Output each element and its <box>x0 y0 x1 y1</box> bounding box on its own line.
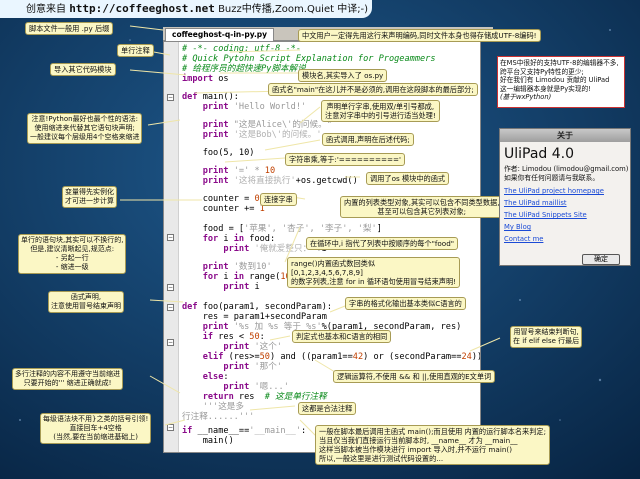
code-line: res = param1+secondParam <box>182 312 327 322</box>
fold-minus-icon[interactable]: − <box>167 339 174 346</box>
code-line: print '嗯...' <box>182 382 289 392</box>
header-url[interactable]: http://coffeeghost.net <box>69 2 215 15</box>
code-line: print '%s 加 %s 等于 %s'%(param1, secondPar… <box>182 322 462 332</box>
code-line: print '那个' <box>182 362 282 372</box>
callout-print: 声明单行字串,使用双/单引号都成,注意对字串中的引号进行适当处理! <box>321 100 440 122</box>
tab-file[interactable]: coffeeghost-q-in-py.py <box>165 28 275 41</box>
code-line: # -*- coding: utf-8 -*- <box>182 44 301 54</box>
code-line: counter += 1 <box>182 204 265 214</box>
about-question: 如果你有任何问题请与我联系。 <box>504 174 600 182</box>
callout-concat: 连接字串 <box>260 193 297 206</box>
callout-colon: 用冒号来结束判断句,在 if elif else 行最后 <box>510 326 583 348</box>
callout-legal-comment: 这都是合法注释 <box>298 402 357 415</box>
about-author: 作者: Limodou (limodou@gmail.com) <box>504 165 629 173</box>
code-line: elif (res>=50) and ((param1==42) or (sec… <box>182 352 480 362</box>
code-line: else: <box>182 372 229 382</box>
link-snippets[interactable]: The UliPad Snippets Site <box>504 211 587 219</box>
code-line: print '俺就爱整只：'+i <box>182 244 326 254</box>
code-line: for i in range(10): <box>182 272 301 282</box>
ok-button[interactable]: 确定 <box>582 254 620 265</box>
fold-minus-icon[interactable]: − <box>167 424 174 431</box>
callout-def: 函式声明,注意使用冒号结束声明 <box>48 291 124 313</box>
callout-call: 函式调用,声明在后述代码; <box>322 133 414 146</box>
fold-margin: − − − − − − <box>164 42 179 452</box>
callout-main: 函式名"main"在这儿并不是必须的,调用在这段脚本的最后部分; <box>268 83 478 96</box>
callout-variable: 变量得先实例化才可进一步计算 <box>62 186 117 208</box>
callout-main-guard: 一般在脚本最后调用主函式 main();而且使用 内置的运行脚本名来判定;当且仅… <box>315 425 551 465</box>
code-line: counter = 0 <box>182 194 260 204</box>
callout-module: 模块名,其实导入了 os.py <box>298 69 388 82</box>
fold-minus-icon[interactable]: − <box>167 94 174 101</box>
callout-format: 字串的格式化输出基本类似C语言的 <box>345 297 466 310</box>
code-line: # 给程序员的超快速Py脚本解说 <box>182 64 306 74</box>
code-line: import os <box>182 74 229 84</box>
fold-minus-icon[interactable]: − <box>167 234 174 241</box>
fold-minus-icon[interactable]: − <box>167 304 174 311</box>
callout-getcwd: 调用了os 模块中的函式 <box>366 172 450 185</box>
callout-indent: 注意!Python最好也最个性的语法:使用缩进来代替其它语句块声明;一般建议每个… <box>27 113 143 144</box>
code-line: # Quick Pytohn Script Explanation for Pr… <box>182 54 436 64</box>
callout-condition: 判定式也基本和C语言的相同 <box>292 330 392 343</box>
header-suffix: Buzz中传播,Zoom.Quiet 中译;-) <box>214 4 369 15</box>
callout-block-style: 每级语法块不用}之类的括号引领!直接回车+4空格(当然,要在当前缩进基础上) <box>40 413 152 444</box>
link-homepage[interactable]: The UliPad project homepage <box>504 187 604 195</box>
callout-block: 单行的语句块,其实可以不换行的,但是,建议清晰起见,规范点:- 另起一行- 缩进… <box>18 234 127 274</box>
link-contact[interactable]: Contact me <box>504 235 544 243</box>
about-dialog-title: 关于 <box>500 129 630 142</box>
code-line: print "这是Alice\'的问候。" <box>182 120 332 130</box>
header-credit: 创意来自 http://coffeeghost.net Buzz中传播,Zoom… <box>0 0 372 18</box>
ulipad-note: 在MS中很好的支持UTF-8的编辑器不多, 跨平台又支持Py特性的更少; 好在我… <box>497 56 625 108</box>
link-maillist[interactable]: The UliPad maillist <box>504 199 567 207</box>
callout-strmul: 字符串乘,等于:'==========' <box>285 153 406 166</box>
about-app-name: UliPad 4.0 <box>504 146 575 162</box>
fold-minus-icon[interactable]: − <box>167 284 174 291</box>
code-line: if res < 50: <box>182 332 265 342</box>
code-line: main() <box>182 436 234 446</box>
code-line: def main(): <box>182 92 239 102</box>
callout-import: 导入其它代码模块 <box>50 63 116 76</box>
link-blog[interactable]: My Blog <box>504 223 532 231</box>
code-line: print '=' * 10 <box>182 166 276 176</box>
code-line: print 'Hello World!' <box>182 102 307 112</box>
callout-py-extension: 脚本文件一般用 .py 后缀 <box>25 22 114 35</box>
callout-list: 内置的列表类型对象,其实可以包含不同类型数据,甚至可以包含其它列表对象; <box>340 196 504 218</box>
code-line: for i in food: <box>182 234 276 244</box>
code-line: print '这将直接执行'+os.getcwd() <box>182 176 358 186</box>
header-prefix: 创意来自 <box>26 4 70 15</box>
about-dialog: 关于 UliPad 4.0 作者: Limodou (limodou@gmail… <box>499 128 631 266</box>
code-line: food = ['苹果', '杏子', '李子', '梨'] <box>182 224 382 234</box>
code-line: print '这个' <box>182 342 282 352</box>
code-line: '''这是多 <box>182 402 244 412</box>
callout-logic: 逻辑运算符,不使用 && 和 ||,使用直观的E文单词 <box>333 370 496 383</box>
code-line: print '这是Bob\'的问候。' <box>182 130 322 140</box>
code-line: if __name__=='__main__': <box>182 426 307 436</box>
code-line: def foo(param1, secondParam): <box>182 302 333 312</box>
callout-multiline: 多行注释的内容不用遵守当前缩进只要开始的''' 缩进正确就成! <box>12 368 123 390</box>
callout-coding: 中文用户一定得先用这行来声明编码,同时文件本身也得存储成UTF-8编码! <box>298 29 541 42</box>
callout-loop: 在循环中,i 指代了列表中按顺序的每个"food" <box>306 237 459 250</box>
code-line: foo(5, 10) <box>182 148 255 158</box>
code-line: print '数到10' <box>182 262 272 272</box>
callout-single-comment: 单行注释 <box>117 44 154 57</box>
code-line: print i <box>182 282 260 292</box>
code-line: 行注释......''' <box>182 412 255 422</box>
code-line: return res # 这是单行注释 <box>182 392 327 402</box>
callout-range: range()内置函式数回类似[0,1,2,3,4,5,6,7,8,9]的数字列… <box>287 257 461 288</box>
